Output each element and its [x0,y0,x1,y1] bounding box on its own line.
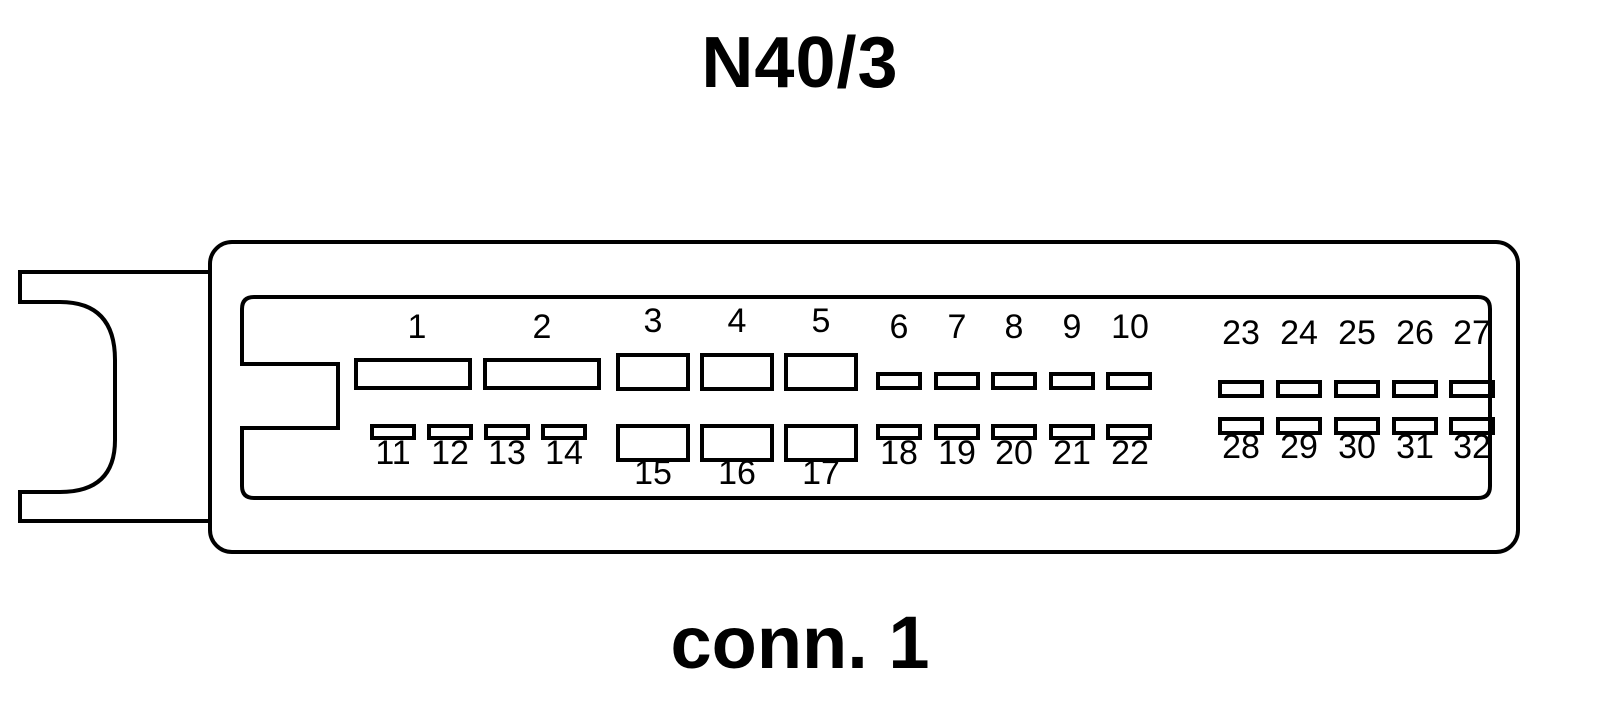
pin-8-terminal [991,372,1037,390]
pin-22-label: 22 [1111,434,1149,472]
connector-housing [208,240,1520,554]
pin-27-label: 27 [1453,314,1491,352]
pin-20-terminal [991,424,1037,440]
pin-27-terminal [1449,380,1495,398]
pin-26-label: 26 [1396,314,1434,352]
pin-28-label: 28 [1222,428,1260,466]
pin-14-label: 14 [545,434,583,472]
pin-25-label: 25 [1338,314,1376,352]
component-title: N40/3 [701,23,899,103]
pin-28-terminal [1218,417,1264,435]
pin-3-terminal [616,353,690,391]
pin-20-label: 20 [995,434,1033,472]
pin-29-terminal [1276,417,1322,435]
pin-16-terminal [700,424,774,462]
pin-1-label: 1 [408,308,427,346]
pin-7-label: 7 [948,308,967,346]
pin-5-terminal [784,353,858,391]
connector-latch [18,270,210,523]
pin-7-terminal [934,372,980,390]
pin-9-label: 9 [1063,308,1082,346]
pin-26-terminal [1392,380,1438,398]
pin-18-label: 18 [880,434,918,472]
pin-13-terminal [484,424,530,440]
pin-6-label: 6 [890,308,909,346]
pin-12-terminal [427,424,473,440]
pin-18-terminal [876,424,922,440]
pin-30-terminal [1334,417,1380,435]
pin-17-terminal [784,424,858,462]
pin-29-label: 29 [1280,428,1318,466]
pin-2-label: 2 [533,308,552,346]
pin-21-label: 21 [1053,434,1091,472]
pin-12-label: 12 [431,434,469,472]
pin-21-terminal [1049,424,1095,440]
pin-17-label: 17 [802,454,840,492]
pin-5-label: 5 [812,302,831,340]
pin-25-terminal [1334,380,1380,398]
pin-4-label: 4 [728,302,747,340]
pin-8-label: 8 [1005,308,1024,346]
pin-9-terminal [1049,372,1095,390]
pin-16-label: 16 [718,454,756,492]
pin-15-label: 15 [634,454,672,492]
pin-15-terminal [616,424,690,462]
pin-24-label: 24 [1280,314,1318,352]
pin-6-terminal [876,372,922,390]
pin-4-terminal [700,353,774,391]
pin-2-terminal [483,358,601,390]
pin-10-terminal [1106,372,1152,390]
pin-22-terminal [1106,424,1152,440]
pin-11-label: 11 [375,434,410,472]
pin-19-terminal [934,424,980,440]
pin-24-terminal [1276,380,1322,398]
pin-19-label: 19 [938,434,976,472]
pin-3-label: 3 [644,302,663,340]
pin-11-terminal [370,424,416,440]
pin-30-label: 30 [1338,428,1376,466]
pin-31-terminal [1392,417,1438,435]
pin-23-label: 23 [1222,314,1260,352]
pin-14-terminal [541,424,587,440]
pin-13-label: 13 [488,434,526,472]
pin-10-label: 10 [1111,308,1149,346]
connector-title: conn. 1 [670,601,930,684]
pin-32-terminal [1449,417,1495,435]
pin-31-label: 31 [1396,428,1434,466]
connector-cavity [240,295,1492,500]
pin-32-label: 32 [1453,428,1491,466]
pin-1-terminal [354,358,472,390]
pin-23-terminal [1218,380,1264,398]
